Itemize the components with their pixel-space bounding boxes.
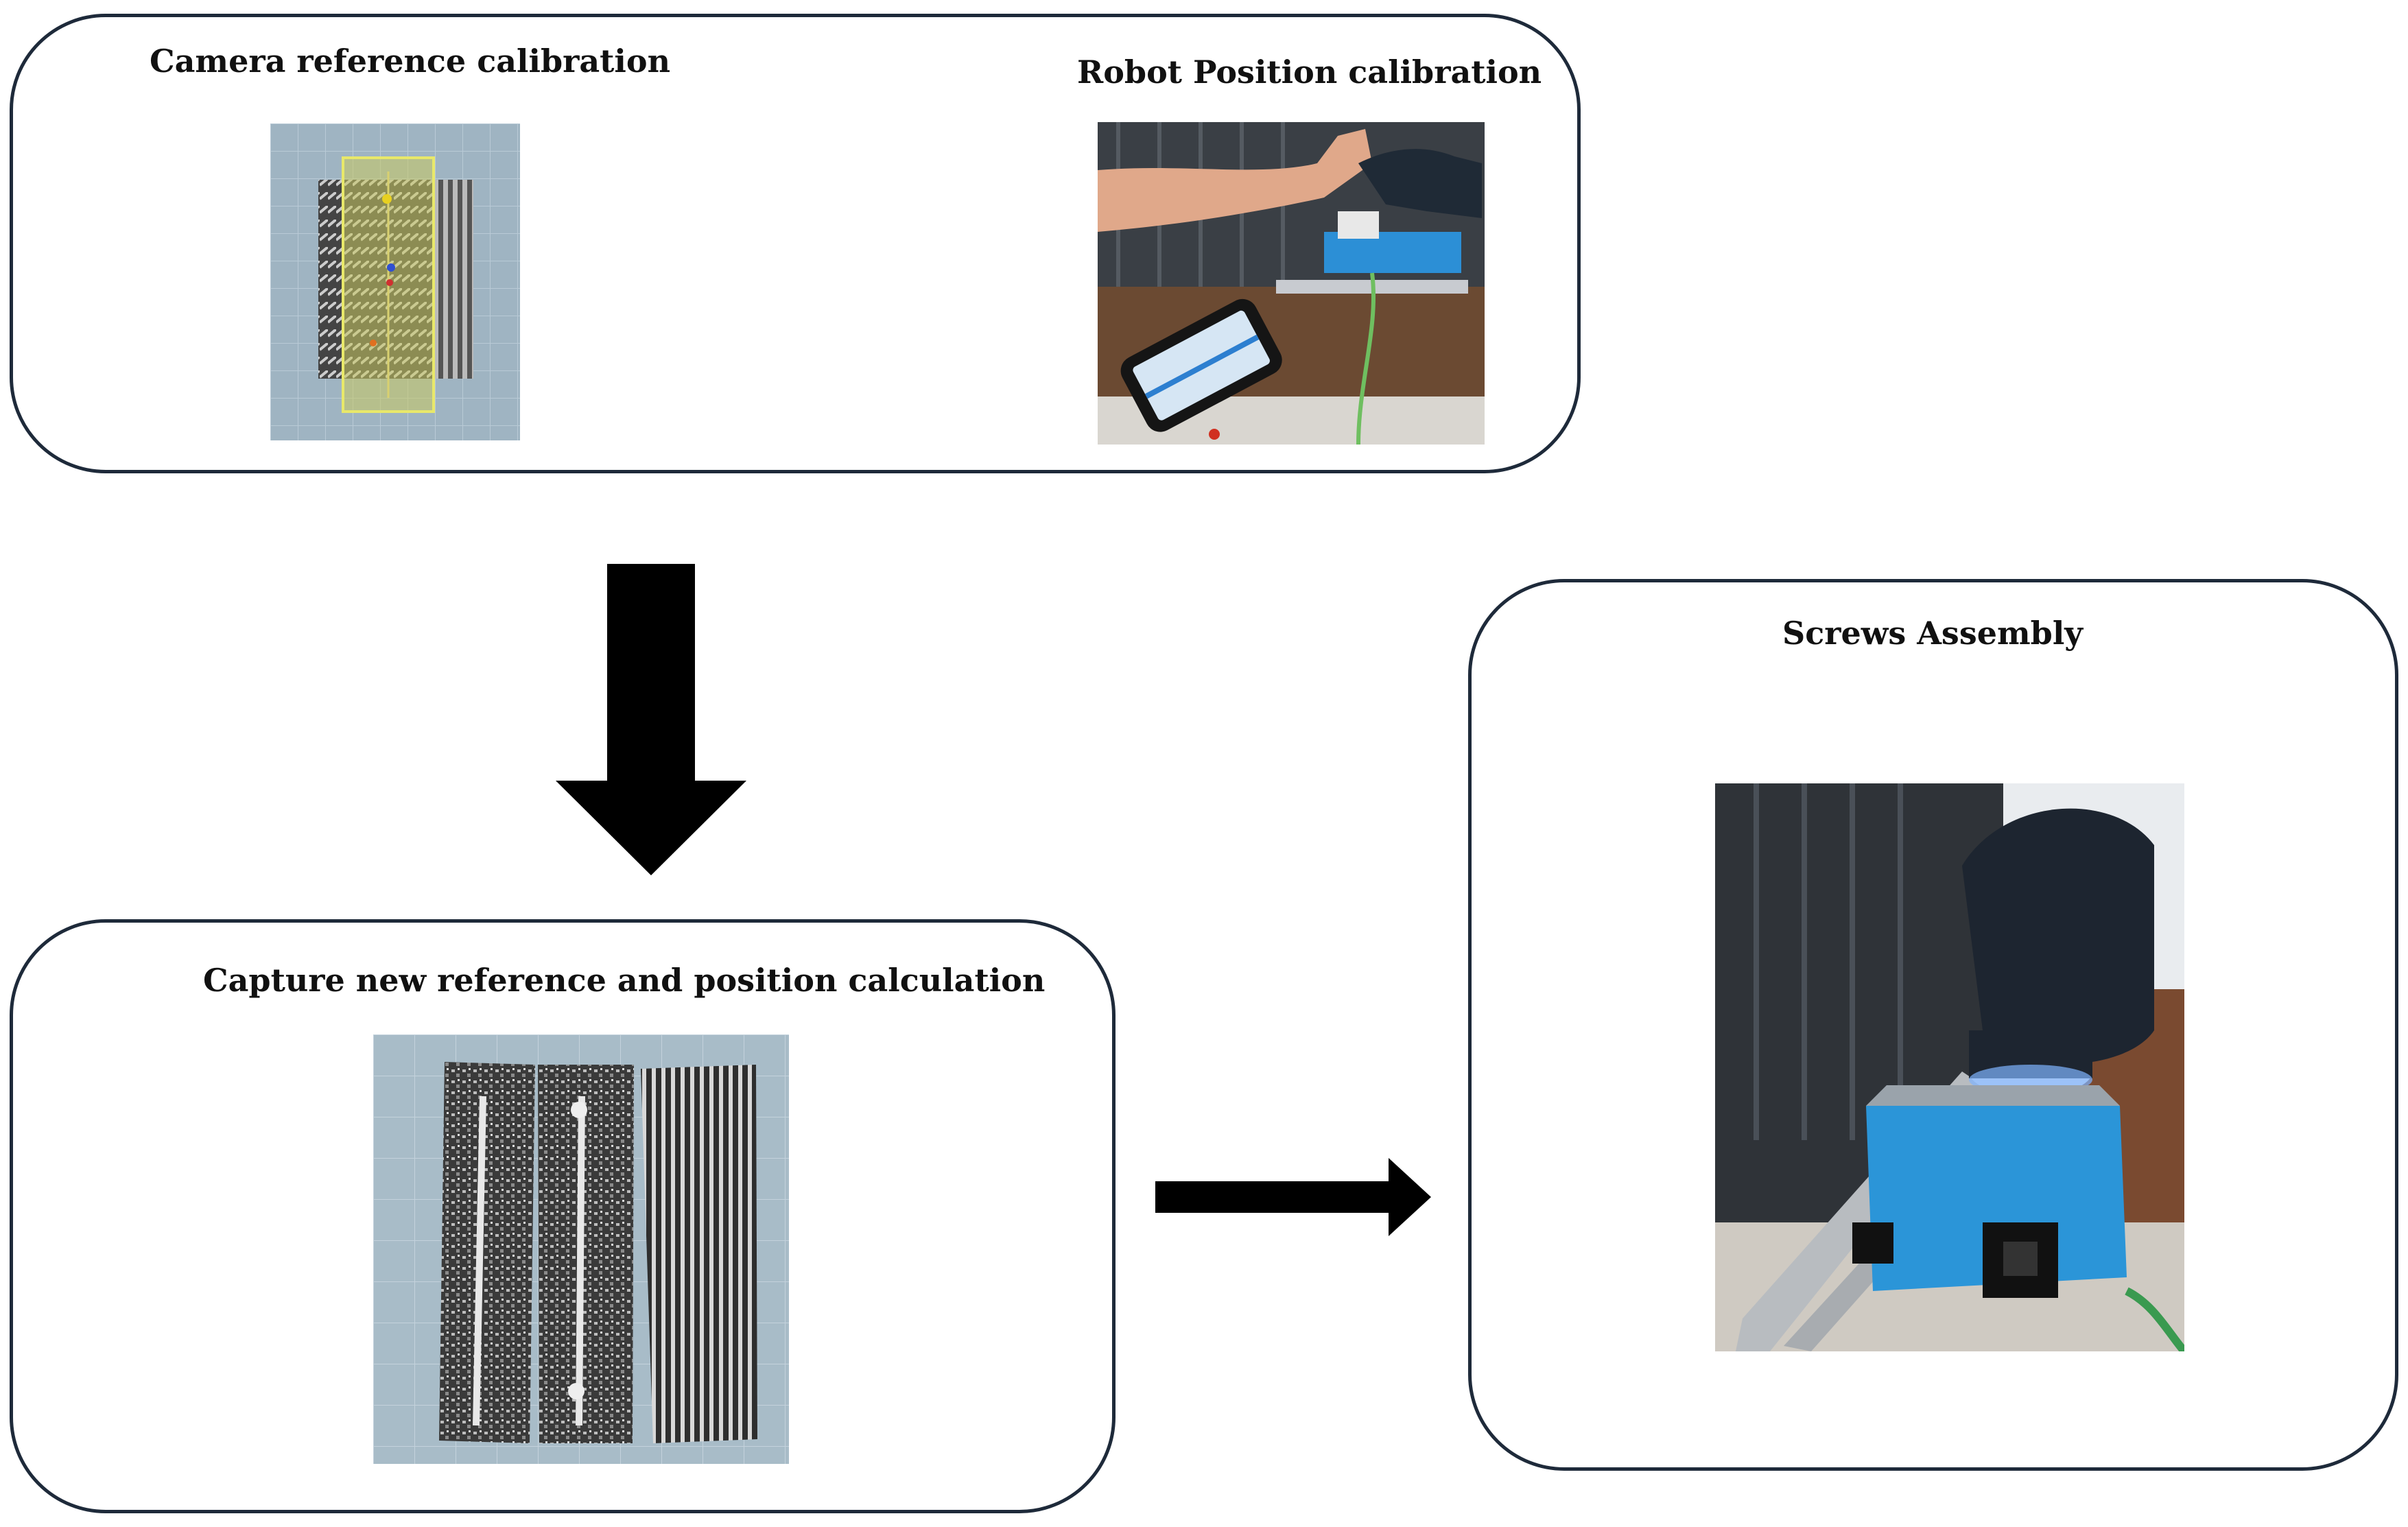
camera-reference-image [270,123,520,440]
capture-title: Capture new reference and position calcu… [203,962,1046,999]
robot-calibration-title: Robot Position calibration [1077,54,1542,91]
screws-assembly-photo [1715,783,2184,1351]
assembly-title: Screws Assembly [1782,615,2084,652]
robot-calibration-photo [1098,122,1485,445]
capture-reference-image [373,1034,789,1464]
right-arrow [1155,1158,1431,1236]
camera-calibration-title: Camera reference calibration [150,43,671,80]
down-arrow [556,564,746,875]
